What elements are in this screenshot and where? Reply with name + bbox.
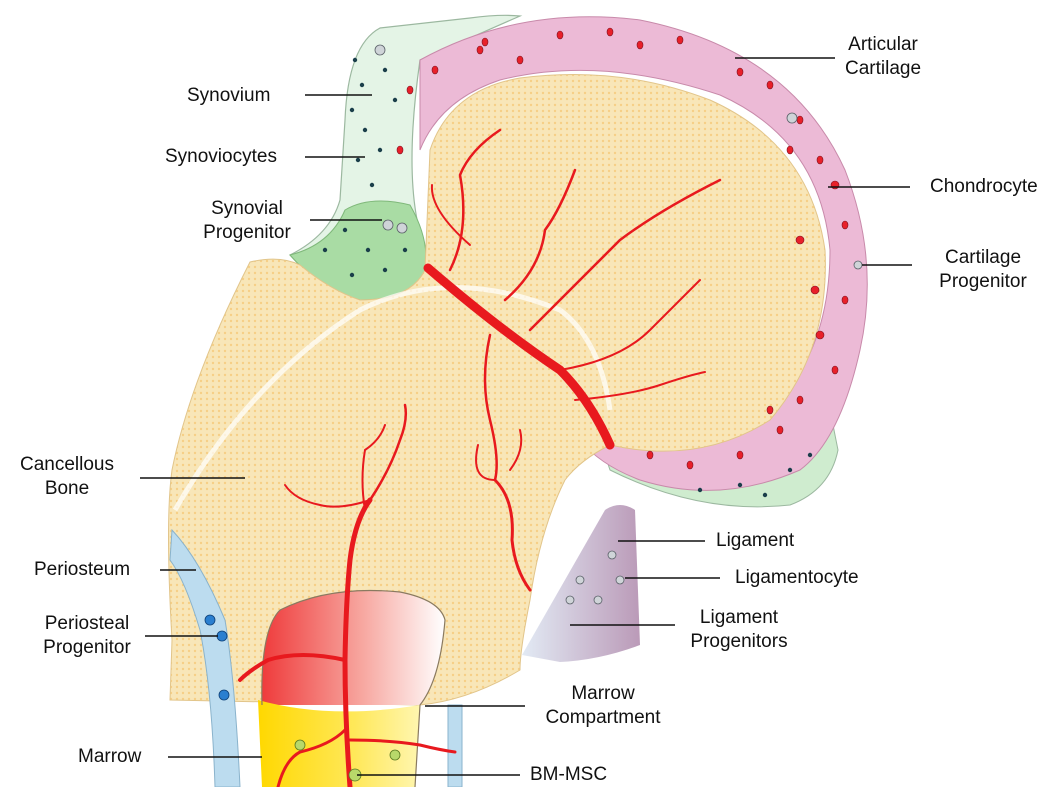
- label-marrow-compartment: Marrow Compartment: [528, 682, 678, 730]
- ligament-progenitors-text: Ligament Progenitors: [678, 606, 800, 654]
- marrow-compartment-red: [262, 590, 445, 705]
- label-bm-msc: BM-MSC: [530, 763, 607, 787]
- cancellous-bone-text: Cancellous Bone: [12, 453, 122, 501]
- label-cancellous-bone: Cancellous Bone: [12, 453, 122, 501]
- label-cartilage-progenitor: Cartilage Progenitor: [920, 246, 1046, 294]
- label-marrow: Marrow: [78, 745, 141, 769]
- articular-cartilage-text: Articular Cartilage: [845, 33, 921, 81]
- periosteal-progenitor-text: Periosteal Progenitor: [30, 612, 144, 660]
- label-synovial-progenitor: Synovial Progenitor: [190, 197, 304, 245]
- label-ligament-progenitors: Ligament Progenitors: [678, 606, 800, 654]
- label-ligamentocyte: Ligamentocyte: [735, 566, 859, 590]
- label-synovium: Synovium: [187, 84, 270, 108]
- label-ligament: Ligament: [716, 529, 794, 553]
- synovial-progenitor-text: Synovial Progenitor: [190, 197, 304, 245]
- label-articular-cartilage: Articular Cartilage: [845, 33, 921, 81]
- label-chondrocyte: Chondrocyte: [930, 175, 1038, 199]
- label-periosteal-progenitor: Periosteal Progenitor: [30, 612, 144, 660]
- label-periosteum: Periosteum: [34, 558, 130, 582]
- cartilage-progenitor-text: Cartilage Progenitor: [920, 246, 1046, 294]
- label-synoviocytes: Synoviocytes: [165, 145, 277, 169]
- marrow-compartment-text: Marrow Compartment: [528, 682, 678, 730]
